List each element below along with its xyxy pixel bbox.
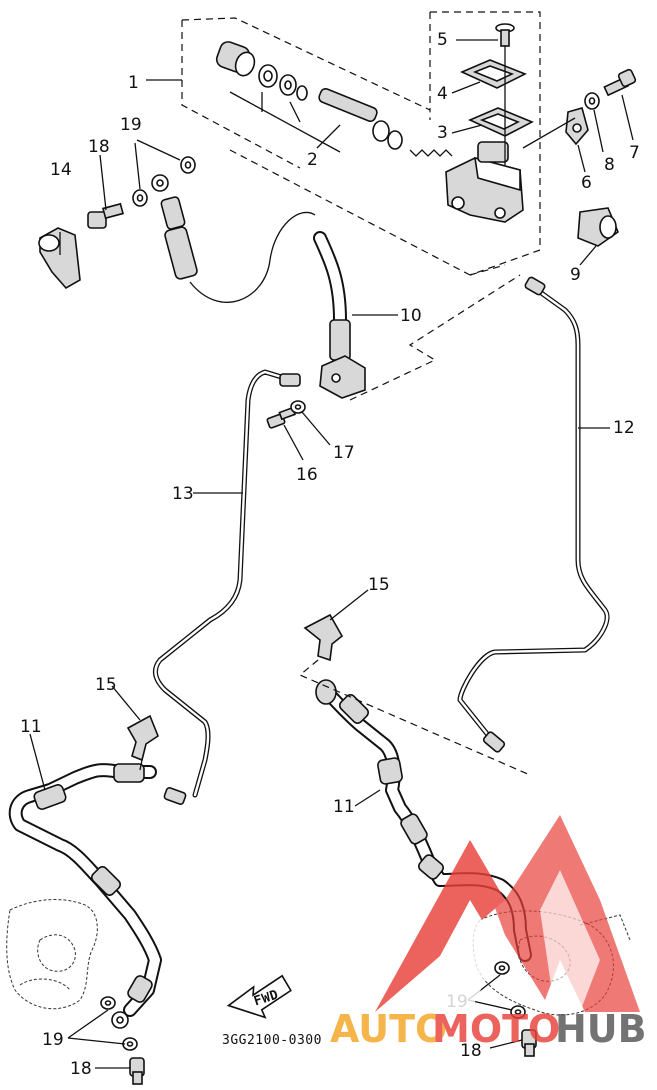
- reservoir-screw: [495, 23, 515, 47]
- watermark-text-auto: AUTO: [330, 1007, 447, 1051]
- left-caliper-outline: [6, 899, 98, 1010]
- joint-washer: [290, 400, 306, 414]
- front-brake-hose-left: [8, 763, 162, 1029]
- callout-6: 6: [581, 173, 592, 193]
- callout-11-left: 11: [20, 717, 42, 737]
- master-cylinder-body: [445, 141, 524, 223]
- callout-7: 7: [629, 143, 640, 163]
- callout-16: 16: [296, 465, 318, 485]
- washer: [584, 92, 600, 110]
- gaskets-bottom-right: [494, 961, 526, 1019]
- callout-9: 9: [570, 265, 581, 285]
- watermark-text-hub: HUB: [555, 1007, 647, 1051]
- watermark-logo-mark: [375, 815, 640, 1012]
- callout-19-top: 19: [120, 115, 142, 135]
- diaphragm: [468, 107, 534, 137]
- piston-rod: [318, 87, 403, 150]
- callout-19-bottom-left: 19: [42, 1030, 64, 1050]
- callout-11-right: 11: [333, 797, 355, 817]
- holder-bracket: [565, 107, 589, 146]
- holder-bolt: [603, 68, 637, 97]
- hose-end-boot: [38, 227, 81, 290]
- watermark-text-moto: MOTO: [432, 1007, 560, 1051]
- callout-18-bottom-right: 18: [460, 1041, 482, 1061]
- brake-pipe-13: [152, 369, 301, 806]
- automotohub-watermark: AUTO MOTO HUB: [330, 815, 647, 1051]
- union-bolt-bottom-left: [129, 1057, 145, 1085]
- leader-lines: [29, 39, 634, 807]
- callout-8: 8: [604, 155, 615, 175]
- joint-bolt: [266, 406, 296, 429]
- callout-12: 12: [613, 418, 635, 438]
- hose-clip-left: [126, 714, 159, 762]
- callout-15-right: 15: [368, 575, 390, 595]
- union-bolt-bottom-right: [521, 1029, 537, 1057]
- callout-2: 2: [307, 150, 318, 170]
- reservoir-cap: [460, 59, 527, 89]
- callout-15-left: 15: [95, 675, 117, 695]
- front-brake-hose-right: [315, 679, 532, 962]
- drawing-code: 3GG2100-0300: [222, 1033, 322, 1048]
- callout-17: 17: [333, 443, 355, 463]
- callout-1: 1: [128, 73, 139, 93]
- callout-labels: 1 2 3 4 5 6 7 8 9 10 11 11 12 13 14 15 1…: [20, 30, 640, 1079]
- callout-14: 14: [50, 160, 72, 180]
- three-way-joint: [319, 319, 366, 399]
- master-cylinder-assembly: [181, 11, 637, 276]
- hose-upper-end: [151, 174, 198, 280]
- dust-cover: [577, 207, 619, 247]
- seal-rings: [258, 64, 308, 101]
- callout-4: 4: [437, 84, 448, 104]
- spring: [409, 149, 453, 157]
- fwd-label: FWD: [252, 987, 280, 1009]
- union-bolt-top: [87, 202, 124, 229]
- callout-13: 13: [172, 484, 194, 504]
- piston-cup: [215, 41, 256, 77]
- callout-10: 10: [400, 306, 422, 326]
- callout-18-top: 18: [88, 137, 110, 157]
- callout-18-bottom-left: 18: [70, 1059, 92, 1079]
- callout-5: 5: [437, 30, 448, 50]
- forward-arrow: FWD: [226, 974, 292, 1019]
- gaskets-top: [132, 156, 196, 207]
- callout-3: 3: [437, 123, 448, 143]
- hose-clip-right: [303, 613, 344, 662]
- brake-pipe-12: [457, 276, 610, 753]
